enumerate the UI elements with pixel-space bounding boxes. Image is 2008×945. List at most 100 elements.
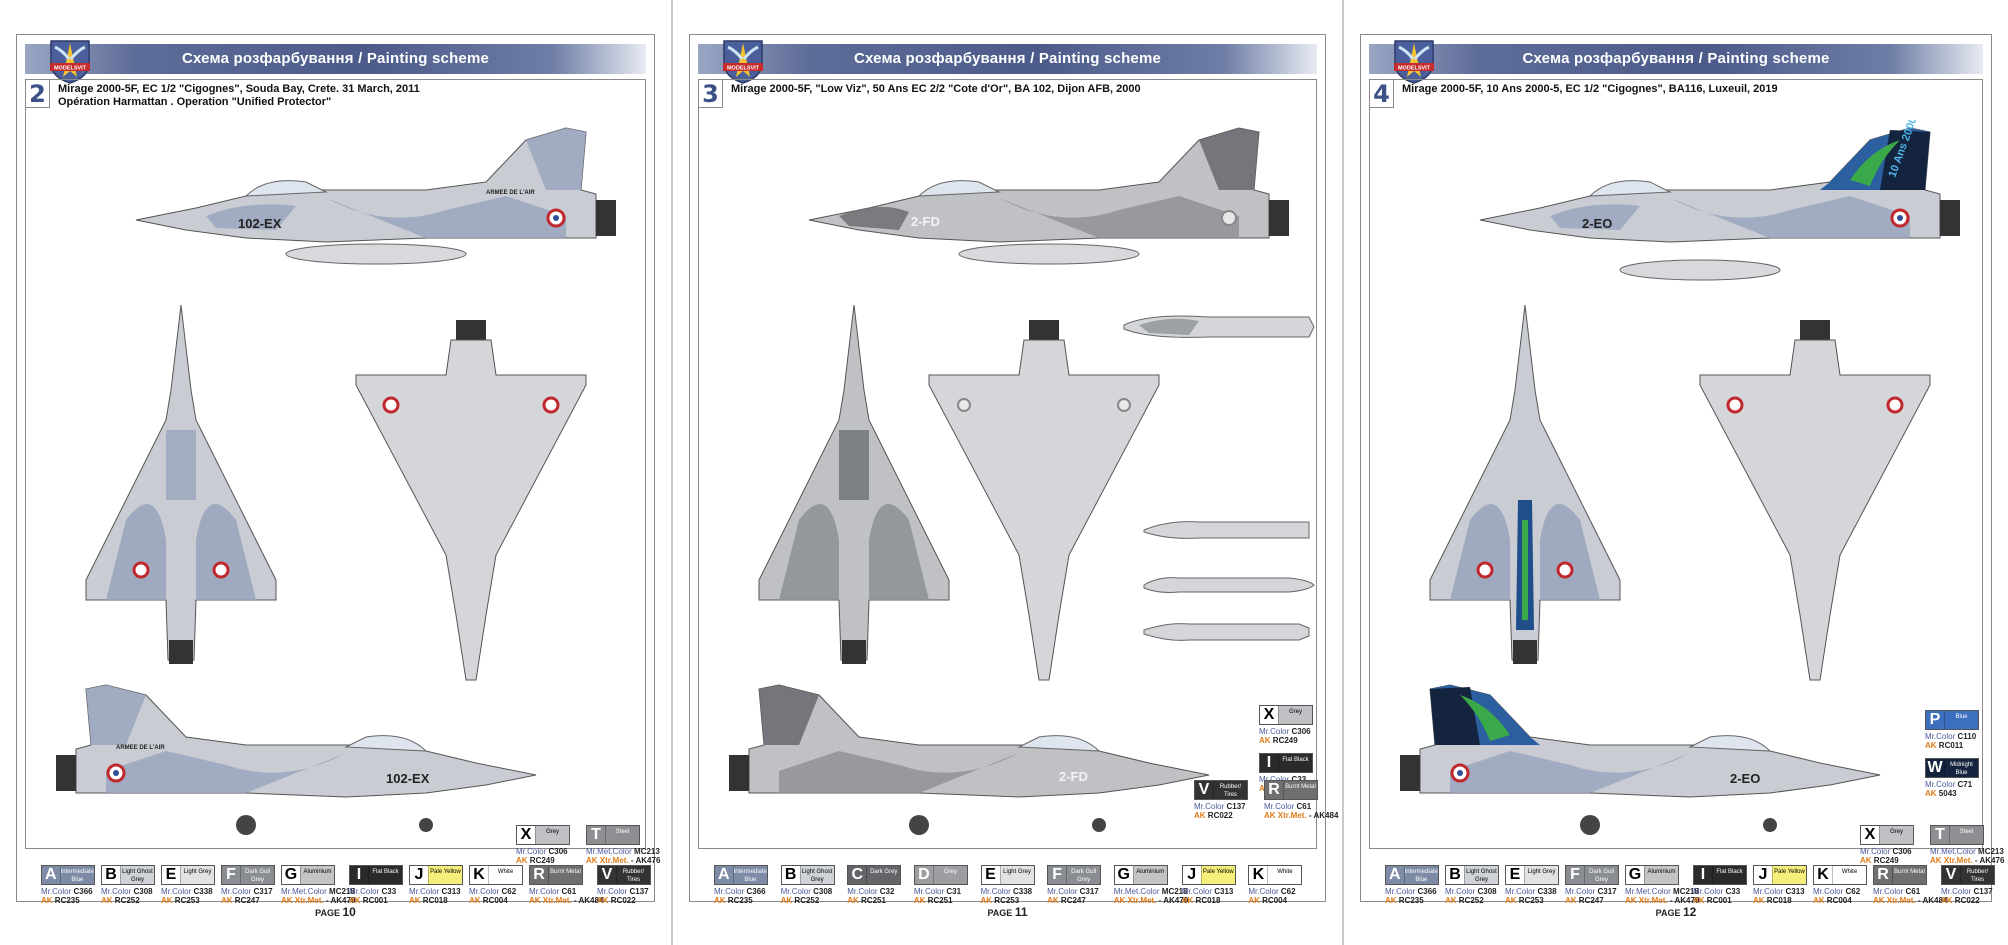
ak-ref: AK RC001	[349, 896, 388, 905]
mr-color-ref: Mr.Color C137	[1941, 887, 1993, 896]
swatch-name: Flat Black	[1278, 754, 1312, 772]
aircraft-code: 2-EO	[1730, 771, 1760, 786]
scheme-title: Mirage 2000-5F, "Low Viz", 50 Ans EC 2/2…	[731, 83, 1141, 96]
mr-color-ref: Mr.Color C338	[980, 887, 1033, 896]
page-11: Схема розфарбування / Painting scheme MO…	[673, 0, 1342, 945]
swatch-letter: G	[1114, 866, 1133, 884]
page-divider	[1342, 0, 1344, 945]
swatch-name: Grey	[1879, 826, 1913, 844]
scheme-title-line1: Mirage 2000-5F, 10 Ans 2000-5, EC 1/2 "C…	[1402, 83, 1778, 95]
ak-ref: AK RC022	[1194, 811, 1233, 820]
swatch-letter: I	[1266, 754, 1272, 771]
swatch-letter: J	[1754, 866, 1772, 884]
swatch-letter: A	[718, 866, 730, 883]
mr-color-ref: Mr.Color C61	[1873, 887, 1921, 896]
swatch-letter: C	[851, 866, 864, 883]
swatch-name: Pale Yellow	[428, 866, 462, 884]
top-view	[758, 304, 950, 664]
swatch-name: Aluminium	[300, 866, 334, 884]
swatch-name: Intermediate Blue	[732, 866, 767, 884]
mr-color-ref: Mr.Color C308	[101, 887, 153, 896]
swatch-name: Light Ghost Grey	[799, 866, 834, 884]
scheme-title: Mirage 2000-5F, EC 1/2 "Cigognes", Souda…	[58, 83, 420, 109]
ak-ref: AK RC018	[409, 896, 448, 905]
bottom-view	[1699, 320, 1931, 681]
swatch-letter: B	[1446, 866, 1464, 884]
swatch-letter: V	[1198, 781, 1210, 798]
page-10: Схема розфарбування / Painting scheme MO…	[0, 0, 671, 945]
scheme-number: 2	[26, 80, 50, 108]
header-title: Схема розфарбування / Painting scheme	[181, 50, 490, 67]
swatch-name: Burnt Metal	[1283, 781, 1317, 799]
swatch-name: Steel	[605, 826, 639, 844]
ak-ref: AK RC004	[1248, 896, 1288, 905]
ak-ref: AK RC004	[1813, 896, 1852, 905]
aircraft-code: 102-EX	[386, 771, 430, 786]
swatch-name: Light Grey	[180, 866, 214, 884]
ak-ref: AK RC251	[847, 896, 886, 905]
swatch-name: Dark Grey	[866, 866, 900, 884]
swatch-letter: E	[162, 866, 180, 884]
swatch-name: Dark Gull Grey	[240, 866, 274, 884]
swatch-name: Burnt Metal	[1892, 866, 1926, 884]
ak-ref: AK Xtr.Met. - AK476	[1930, 856, 2005, 865]
page-number: PAGE 12	[1655, 905, 1697, 919]
ak-ref: AK RC253	[980, 896, 1020, 905]
mr-color-ref: Mr.Color C308	[1445, 887, 1497, 896]
ak-ref: AK RC253	[161, 896, 200, 905]
bottom-view	[355, 320, 587, 681]
swatch-name: Burnt Metal	[548, 866, 582, 884]
mr-color-ref: Mr.Color C338	[161, 887, 213, 896]
mr-color-ref: Mr.Color C33	[1259, 775, 1321, 784]
mr-color-ref: Mr.Color C61	[1264, 802, 1312, 811]
scheme-box: 2 Mirage 2000-5F, EC 1/2 "Cigognes", Sou…	[25, 79, 660, 865]
swatch-letter: D	[918, 866, 930, 883]
swatch-name: Intermediate Blue	[59, 866, 94, 884]
ak-ref: AK RC235	[714, 896, 753, 905]
swatch-name: Light Ghost Grey	[120, 866, 154, 884]
logo-text: MODELSVIT	[54, 66, 87, 72]
top-view	[85, 304, 277, 664]
bottom-view	[928, 320, 1160, 681]
swatch-name: Rubber/ Tires	[1213, 781, 1247, 799]
swatch-letter: G	[1626, 866, 1644, 884]
mr-color-ref: Mr.Color C313	[1181, 887, 1234, 896]
mr-color-ref: Mr.Color C137	[597, 887, 649, 896]
swatch-letter: F	[226, 866, 236, 883]
mr-color-ref: Mr.Color C71	[1925, 780, 1973, 789]
swatch-name: Aluminium	[1644, 866, 1678, 884]
mr-color-ref: Mr.Color C33	[349, 887, 397, 896]
mr-color-ref: Mr.Color C366	[714, 887, 766, 896]
